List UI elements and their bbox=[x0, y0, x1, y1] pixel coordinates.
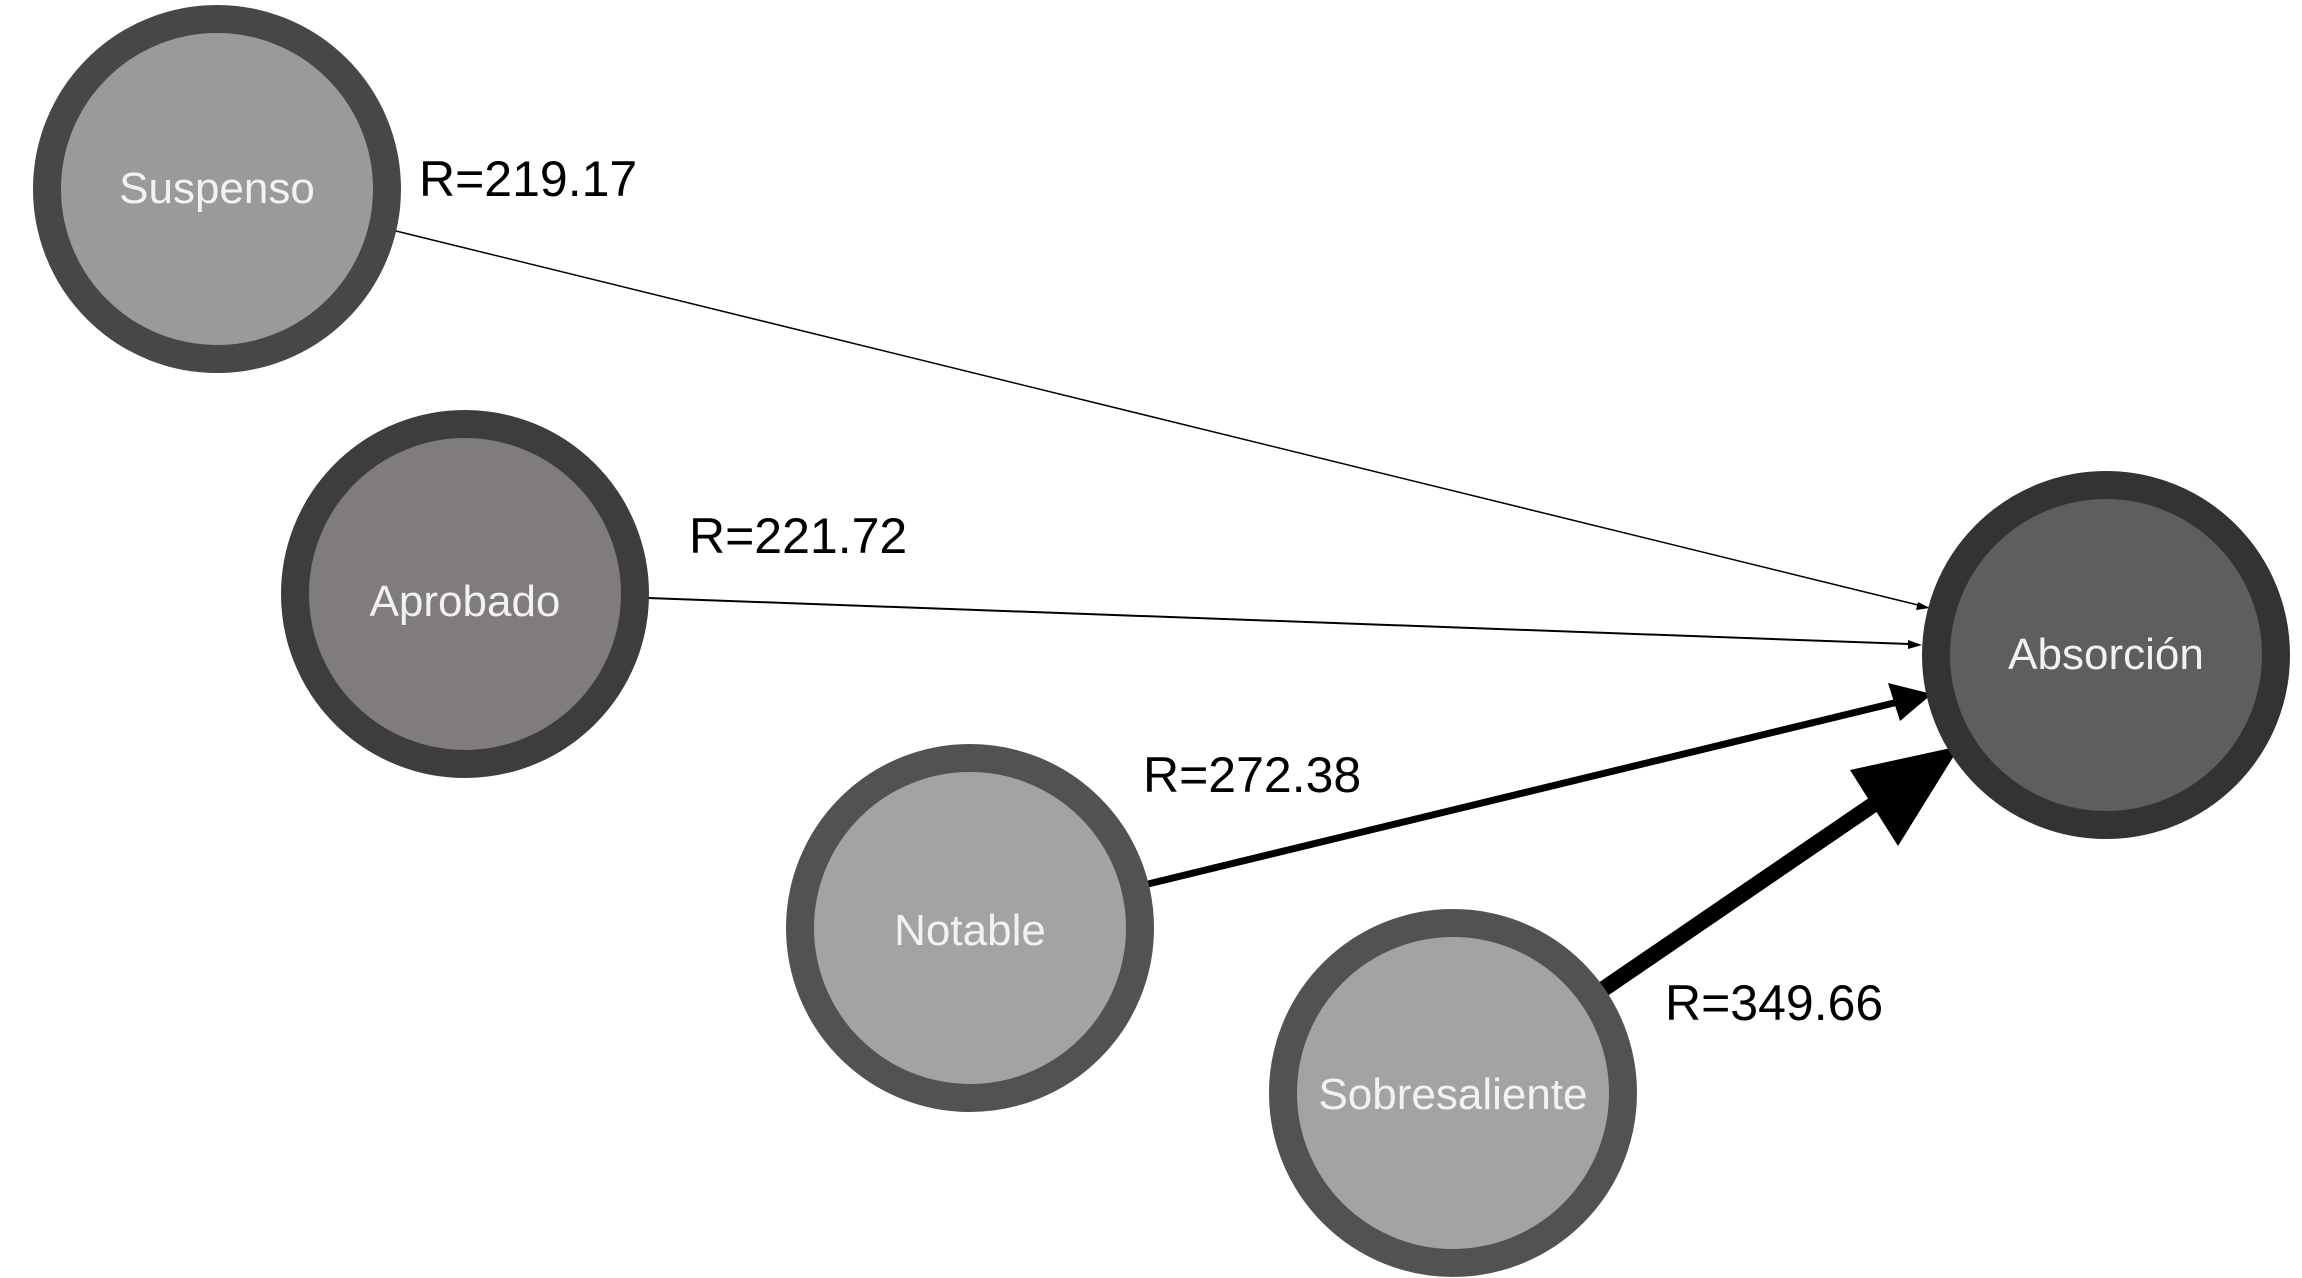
edge-label-suspenso: R=219.17 bbox=[419, 151, 637, 207]
arrowhead-sobresaliente bbox=[1850, 746, 1960, 846]
node-notable: Notable bbox=[786, 744, 1154, 1112]
edge-label-sobresaliente: R=349.66 bbox=[1665, 975, 1883, 1031]
node-absorcion-label: Absorción bbox=[2008, 630, 2204, 679]
node-absorcion: Absorción bbox=[1922, 471, 2290, 839]
node-suspenso: Suspenso bbox=[33, 5, 401, 373]
edge-labels: R=219.17 R=221.72 R=272.38 R=349.66 bbox=[419, 151, 1883, 1031]
edge-sobresaliente-absorcion bbox=[1597, 793, 1885, 997]
node-notable-circle bbox=[786, 744, 1154, 1112]
edge-suspenso-absorcion bbox=[395, 230, 1923, 607]
edge-aprobado-absorcion bbox=[647, 597, 1911, 645]
node-sobresaliente-label: Sobresaliente bbox=[1318, 1070, 1587, 1119]
edge-label-notable: R=272.38 bbox=[1143, 747, 1361, 803]
node-notable-label: Notable bbox=[894, 906, 1046, 955]
node-suspenso-label: Suspenso bbox=[119, 164, 315, 213]
arrowhead-notable bbox=[1888, 683, 1932, 721]
node-aprobado-circle bbox=[281, 410, 649, 778]
node-sobresaliente: Sobresaliente bbox=[1269, 909, 1637, 1277]
arrowhead-aprobado bbox=[1908, 640, 1922, 649]
node-aprobado-label: Aprobado bbox=[370, 577, 561, 626]
edge-label-aprobado: R=221.72 bbox=[689, 508, 907, 564]
edge-notable-absorcion bbox=[1147, 698, 1899, 888]
node-absorcion-circle bbox=[1922, 471, 2290, 839]
node-aprobado: Aprobado bbox=[281, 410, 649, 778]
edges bbox=[395, 230, 1960, 997]
arrowhead-suspenso bbox=[1916, 602, 1930, 610]
node-sobresaliente-circle bbox=[1269, 909, 1637, 1277]
node-suspenso-circle bbox=[33, 5, 401, 373]
